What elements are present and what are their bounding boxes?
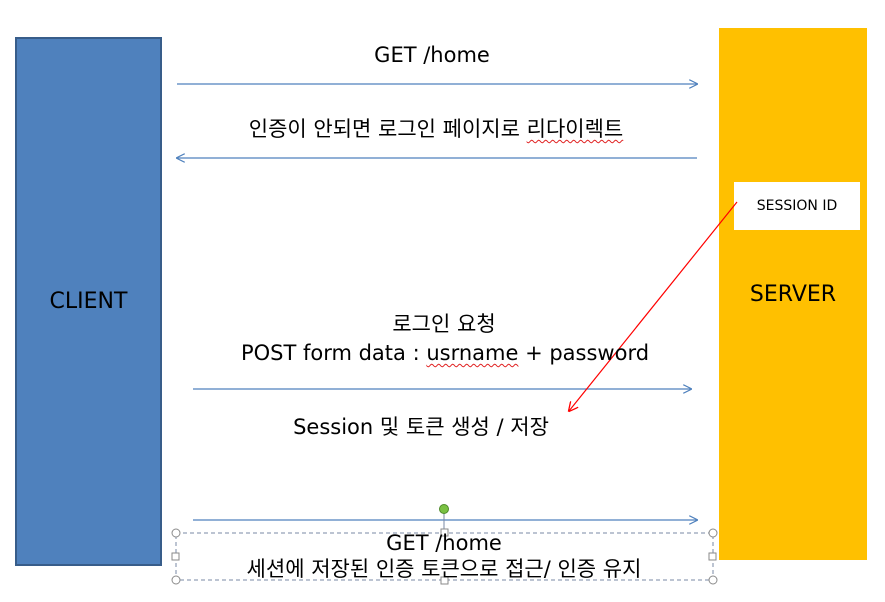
post-prefix: POST form data : [240, 341, 427, 365]
session-id-label: SESSION ID [756, 198, 838, 214]
server-lifeline: SERVER [719, 28, 867, 560]
message-redirect: 인증이 안되면 로그인 페이지로 리다이렉트 [249, 117, 623, 142]
message-get-home-2: GET /home [386, 531, 502, 555]
message-session-access[interactable]: 세션에 저장된 인증 토큰으로 접근/ 인증 유지 [246, 557, 642, 581]
message-login-request: 로그인 요청 [392, 312, 496, 336]
client-lifeline: CLIENT [15, 37, 162, 566]
message-post-form: POST form data : usrname + password [241, 341, 649, 366]
message-session-create: Session 및 토큰 생성 / 저장 [293, 415, 549, 439]
server-label: SERVER [749, 281, 837, 307]
post-suffix: + password [518, 341, 650, 365]
message-get-home: GET /home [374, 43, 490, 67]
selection-frame [171, 504, 718, 585]
redirect-word: 리다이렉트 [526, 117, 624, 141]
arrow-session-id [569, 201, 738, 411]
redirect-text: 인증이 안되면 로그인 페이지로 [248, 117, 527, 141]
post-username: usrname [426, 341, 519, 365]
rotate-handle [439, 504, 449, 514]
session-id-box: SESSION ID [734, 182, 860, 230]
client-label: CLIENT [49, 289, 128, 314]
